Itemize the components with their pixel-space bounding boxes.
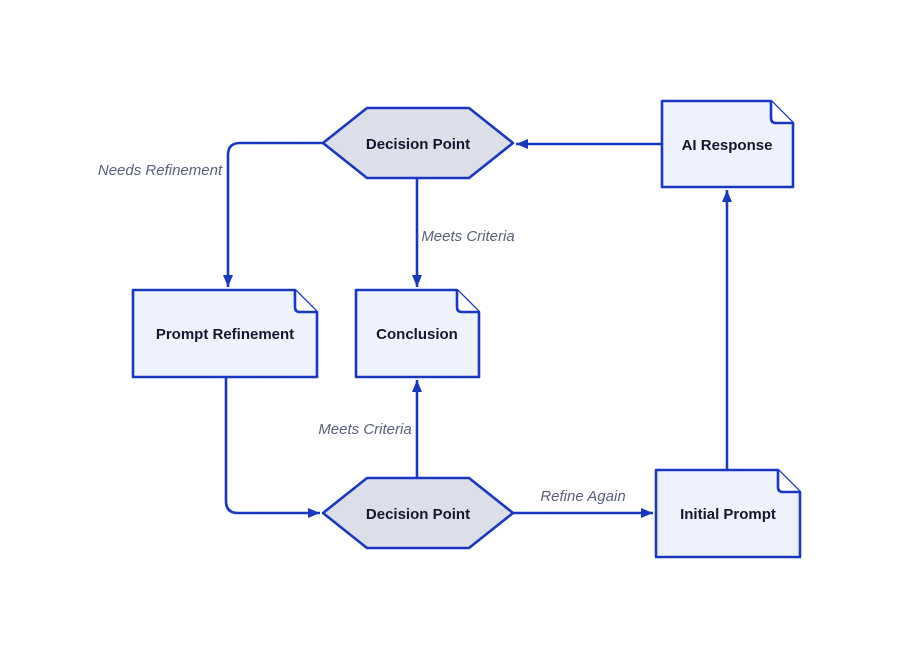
node-prompt-refinement[interactable]: Prompt Refinement [131,288,319,379]
node-label: Prompt Refinement [156,326,294,343]
document-fold-icon [776,470,800,494]
node-decision-point-bottom[interactable]: Decision Point [321,476,515,550]
node-conclusion[interactable]: Conclusion [354,288,481,379]
node-label: Decision Point [366,506,470,523]
edge-prompt-refinement-to-decision-bottom [224,377,320,518]
edge-label-meets-criteria-bottom: Meets Criteria [318,421,411,438]
node-ai-response[interactable]: AI Response [660,99,795,189]
document-shape[interactable] [654,468,802,559]
node-label: Initial Prompt [680,506,776,523]
node-initial-prompt[interactable]: Initial Prompt [654,468,802,559]
document-shape[interactable] [660,99,795,189]
hexagon-shape[interactable] [321,476,515,550]
document-shape[interactable] [131,288,319,379]
document-shape[interactable] [354,288,481,379]
node-decision-point-top[interactable]: Decision Point [321,106,515,180]
edge-label-needs-refinement: Needs Refinement [98,162,223,179]
document-fold-icon [455,290,479,314]
node-label: Conclusion [376,326,458,343]
edge-decision-top-to-prompt-refinement [223,141,323,287]
edge-label-refine-again: Refine Again [540,488,625,505]
node-label: Decision Point [366,136,470,153]
edge-label-meets-criteria-top: Meets Criteria [421,228,514,245]
document-fold-icon [293,290,317,314]
node-label: AI Response [682,137,773,154]
hexagon-shape[interactable] [321,106,515,180]
document-fold-icon [769,101,793,125]
